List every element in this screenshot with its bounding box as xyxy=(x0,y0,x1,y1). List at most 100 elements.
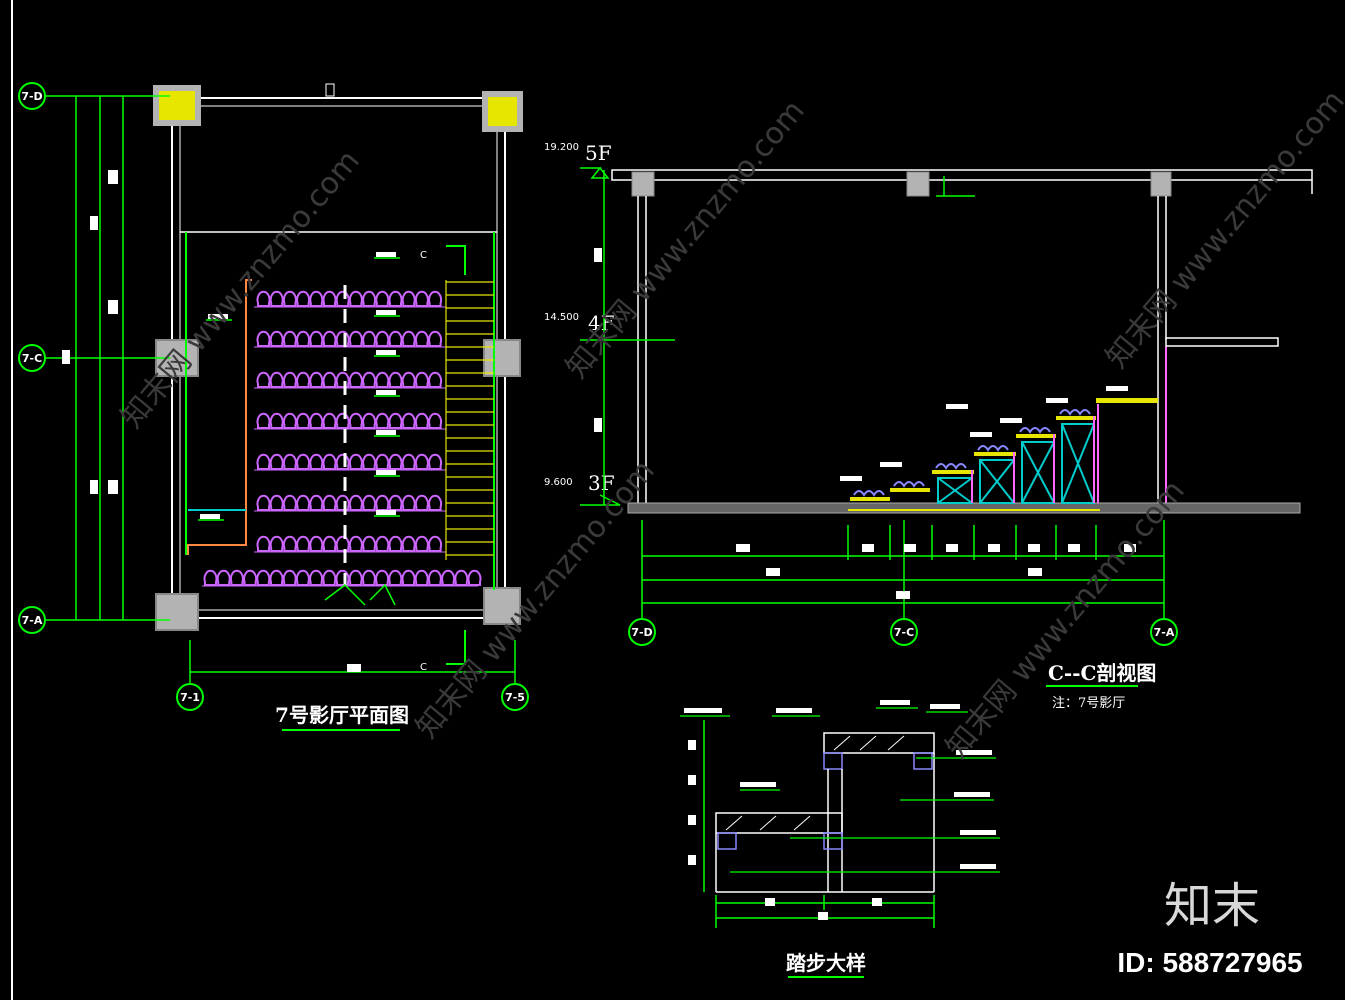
section-step-tread xyxy=(932,470,974,474)
section-truss-diagonal xyxy=(1021,441,1055,504)
seat xyxy=(375,290,390,307)
section-label-flag xyxy=(1106,386,1128,391)
detail-lower-slab xyxy=(715,812,843,834)
seat xyxy=(322,494,337,511)
svg-text:7-A: 7-A xyxy=(22,614,43,627)
seat xyxy=(256,412,271,429)
seat xyxy=(322,535,337,552)
seat xyxy=(309,330,324,347)
seat xyxy=(401,371,416,388)
section-truss-diagonal xyxy=(937,477,973,504)
seat xyxy=(362,453,377,470)
axis-bubble-7-1: 7-1 xyxy=(176,683,204,711)
seat xyxy=(428,535,443,552)
seat xyxy=(269,535,284,552)
seat xyxy=(414,453,429,470)
section-horizontal-dimensions xyxy=(641,520,1165,620)
seat xyxy=(309,290,324,307)
cinema-section-view: 19.200 5F 14.500 4F 9.600 3F xyxy=(544,141,1313,711)
seat xyxy=(401,494,416,511)
seat xyxy=(322,569,337,586)
section-label-flag xyxy=(840,476,862,481)
svg-text:7-A: 7-A xyxy=(1154,626,1175,639)
seat xyxy=(296,371,311,388)
seat xyxy=(362,371,377,388)
section-mark-bottom: C xyxy=(420,662,427,673)
svg-text:7-1: 7-1 xyxy=(180,691,200,704)
section-dim-label xyxy=(1124,544,1136,552)
label-flag xyxy=(376,390,396,395)
seat xyxy=(335,371,350,388)
seat xyxy=(348,330,363,347)
detail-leader-lines xyxy=(680,700,1000,873)
axis-bubble-7-D: 7-D xyxy=(18,82,46,110)
seat xyxy=(335,412,350,429)
label-flag xyxy=(376,470,396,475)
plan-left-dimensions xyxy=(44,95,170,621)
seat xyxy=(296,330,311,347)
detail-note xyxy=(954,792,990,797)
seat xyxy=(309,453,324,470)
axis-bubble-section-7-C: 7-C xyxy=(890,618,918,646)
seat xyxy=(401,569,416,586)
detail-note xyxy=(880,700,910,705)
seat xyxy=(322,290,337,307)
section-truss-diagonal xyxy=(1061,423,1095,504)
section-seat xyxy=(1019,427,1051,434)
seat xyxy=(322,453,337,470)
level-3F: 9.600 3F xyxy=(544,471,621,506)
seat xyxy=(388,371,403,388)
section-seat xyxy=(1059,409,1091,416)
svg-text:5F: 5F xyxy=(585,141,612,165)
plan-notch xyxy=(325,83,335,97)
section-seat xyxy=(853,490,885,497)
seat xyxy=(269,290,284,307)
seat xyxy=(375,494,390,511)
cinema-floor-plan: C C 7-D xyxy=(18,82,529,731)
column xyxy=(153,85,201,126)
level-5F: 19.200 5F xyxy=(544,141,612,179)
seat xyxy=(309,569,324,586)
seat xyxy=(428,453,443,470)
seat xyxy=(256,494,271,511)
plan-stair-lines xyxy=(445,280,494,560)
seat xyxy=(282,412,297,429)
detail-title: 踏步大样 xyxy=(786,951,866,975)
section-beam xyxy=(906,171,930,197)
seat xyxy=(296,453,311,470)
svg-text:14.500: 14.500 xyxy=(544,312,579,323)
seat xyxy=(348,371,363,388)
section-dim-label xyxy=(1068,544,1080,552)
section-floor-slab xyxy=(627,502,1301,514)
label-flag xyxy=(200,514,220,519)
axis-bubble-section-7-A: 7-A xyxy=(1150,618,1178,646)
seat xyxy=(282,494,297,511)
section-stepped-seating xyxy=(840,386,1158,504)
section-step-tread xyxy=(890,488,930,492)
seat xyxy=(428,494,443,511)
seat xyxy=(375,371,390,388)
seat xyxy=(388,494,403,511)
plan-aisle-wall xyxy=(187,279,252,555)
section-dim-label xyxy=(1028,544,1040,552)
seat xyxy=(441,569,456,586)
section-dim-label xyxy=(946,544,958,552)
axis-bubble-7-C: 7-C xyxy=(18,344,46,372)
seat xyxy=(309,535,324,552)
seat xyxy=(401,290,416,307)
seat xyxy=(256,453,271,470)
seat xyxy=(282,371,297,388)
seat xyxy=(256,290,271,307)
section-dim-label xyxy=(988,544,1000,552)
seat xyxy=(348,535,363,552)
section-mark-top: C xyxy=(420,250,427,261)
seat xyxy=(335,569,350,586)
seat xyxy=(414,371,429,388)
seat xyxy=(388,569,403,586)
watermark-text: 知末网 www.znzmo.com xyxy=(114,144,366,435)
section-label-flag xyxy=(1000,418,1022,423)
seat xyxy=(414,330,429,347)
section-roof-slab xyxy=(611,169,1313,181)
seat xyxy=(269,569,284,586)
axis-bubble-7-5: 7-5 xyxy=(501,683,529,711)
